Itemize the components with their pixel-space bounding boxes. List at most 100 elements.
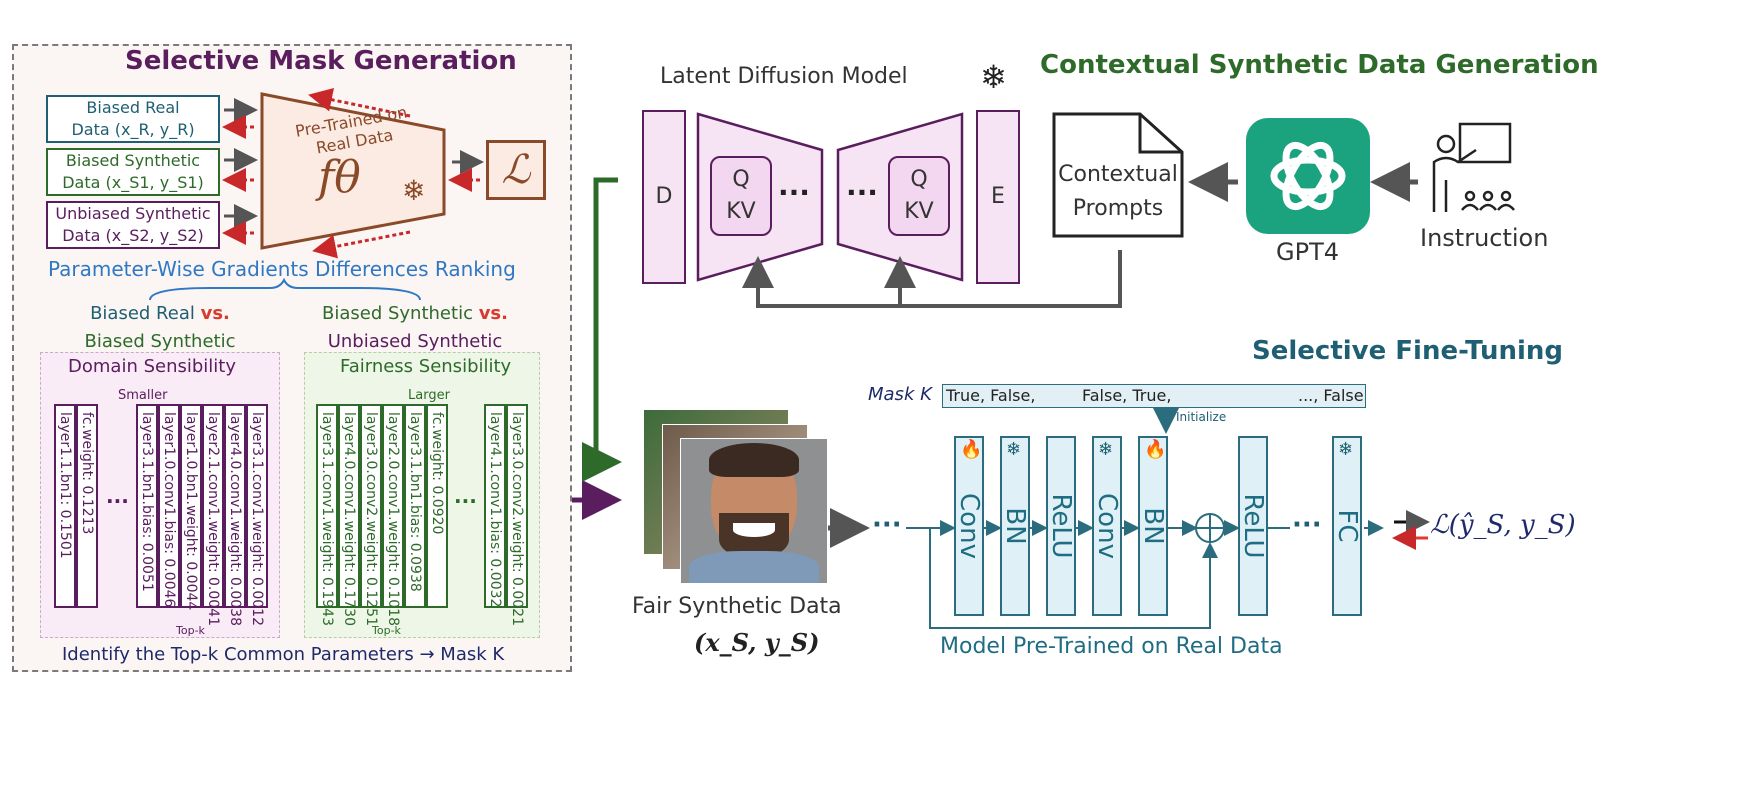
mask-vector-box: [942, 384, 1366, 408]
biased-synthetic-symbol: Data (x_S1, y_S1): [62, 173, 204, 192]
output-dots: ···: [1292, 510, 1322, 540]
query-label: Q: [732, 167, 750, 192]
parameter-entry: layer3.0.conv2.weight: 0.1251: [363, 412, 379, 626]
parameter-entry: layer1.0.bn1.weight: 0.0044: [183, 412, 199, 611]
parameter-entry: layer1.0.conv1.bias: 0.0046: [161, 412, 177, 608]
cross-attention-left: Q KV: [710, 156, 772, 236]
domain-direction: Smaller: [118, 388, 168, 403]
loss-box: ℒ: [486, 140, 546, 200]
parameter-column: layer4.0.conv1.weight: 0.1730: [338, 404, 360, 626]
unbiased-synthetic-symbol: Data (x_S2, y_S2): [62, 226, 204, 245]
parameter-column: fc.weight: 0.0920: [426, 404, 448, 608]
mask-label: Mask K: [868, 384, 932, 405]
cross-attention-right: Q KV: [888, 156, 950, 236]
comparison-right-vs: vs.: [478, 303, 508, 324]
ranking-title: Parameter-Wise Gradients Differences Ran…: [48, 257, 516, 281]
layer-label: BN: [1138, 507, 1168, 545]
layer-label: FC: [1332, 509, 1362, 543]
openai-knot-icon: [1270, 141, 1346, 211]
layer-label: ReLU: [1046, 493, 1076, 559]
unet-dots-right: ···: [846, 176, 878, 209]
flame-icon: 🔥: [960, 439, 983, 460]
parameter-entry: layer4.0.conv1.weight: 0.0038: [227, 412, 243, 626]
snowflake-icon: ❄: [1338, 439, 1354, 460]
comparison-left-a: Biased Real: [90, 303, 195, 324]
unbiased-synthetic-label: Unbiased Synthetic: [55, 204, 211, 223]
layer-label: Conv: [954, 493, 984, 559]
fairness-sensibility-title: Fairness Sensibility: [340, 356, 512, 377]
comparison-right-a: Biased Synthetic: [322, 303, 473, 324]
parameter-entry: layer3.0.conv2.weight: 0.0021: [509, 412, 525, 626]
parameter-entry: layer2.0.conv1.weight: 0.1018: [385, 412, 401, 626]
mask-value-3: ..., False: [1298, 386, 1364, 405]
key-value-label: KV: [726, 199, 756, 224]
fairness-topk-label: Top-k: [372, 624, 401, 637]
gpt4-logo: [1246, 118, 1370, 234]
mask-value-1: True, False,: [946, 386, 1036, 405]
decoder-label: D: [655, 184, 673, 209]
selective-finetuning-title: Selective Fine-Tuning: [1252, 336, 1564, 366]
parameter-column: layer4.0.conv1.weight: 0.0038: [224, 404, 246, 626]
layer-label: BN: [1000, 507, 1030, 545]
layer-bn-4: BN 🔥: [1138, 436, 1168, 616]
biased-real-data-box: Biased Real Data (x_R, y_R): [46, 95, 220, 143]
query-label: Q: [910, 167, 928, 192]
parameter-column: layer3.1.bn1.bias: 0.0051: [136, 404, 158, 608]
comparison-right-b: Unbiased Synthetic: [327, 331, 503, 352]
parameter-column: layer3.1.conv1.weight: 0.1943: [316, 404, 338, 626]
mask-label-text: Mask K: [868, 384, 932, 405]
loss-symbol: ℒ: [501, 147, 531, 193]
biased-real-label: Biased Real: [86, 98, 180, 117]
encoder-label: E: [991, 184, 1005, 209]
domain-dots: ...: [106, 484, 129, 508]
layer-relu-2: ReLU: [1046, 436, 1076, 616]
initialize-label: Initialize: [1176, 410, 1227, 424]
ldm-title: Latent Diffusion Model: [660, 64, 908, 89]
parameter-column: layer2.1.conv1.weight: 0.0041: [202, 404, 224, 626]
layer-relu-5: ReLU: [1238, 436, 1268, 616]
parameter-column: layer2.0.conv1.weight: 0.1018: [382, 404, 404, 626]
pretrained-model-shape: [260, 92, 446, 250]
layer-conv-3: Conv ❄: [1092, 436, 1122, 616]
parameter-entry: layer3.1.conv1.weight: 0.1943: [319, 412, 335, 626]
parameter-column: layer3.0.conv2.weight: 0.1251: [360, 404, 382, 626]
parameter-column: layer3.1.conv1.weight: 0.0012: [246, 404, 268, 626]
parameter-column: layer1.0.conv1.bias: 0.0046: [158, 404, 180, 608]
layer-conv-0: Conv 🔥: [954, 436, 984, 616]
fairness-direction: Larger: [408, 388, 450, 403]
biased-synthetic-label: Biased Synthetic: [65, 151, 201, 170]
parameter-column: layer3.0.conv2.weight: 0.0021: [506, 404, 528, 626]
contextual-generation-title: Contextual Synthetic Data Generation: [1040, 50, 1599, 80]
flame-icon: 🔥: [1144, 439, 1167, 460]
parameter-column: layer1.1.bn1: 0.1501: [54, 404, 76, 608]
left-footer: Identify the Top-k Common Parameters → M…: [62, 644, 505, 665]
parameter-column: layer4.1.conv1.bias: 0.0032: [484, 404, 506, 608]
comparison-left-vs: vs.: [200, 303, 230, 324]
snowflake-icon: ❄: [402, 174, 426, 207]
parameter-entry: layer3.1.bn1.bias: 0.0051: [139, 412, 155, 592]
parameter-entry: layer4.1.conv1.bias: 0.0032: [487, 412, 503, 608]
parameter-column: layer1.0.bn1.weight: 0.0044: [180, 404, 202, 611]
biased-synthetic-data-box: Biased Synthetic Data (x_S1, y_S1): [46, 148, 220, 196]
instruction-person-icon: [1432, 122, 1515, 212]
snowflake-icon: ❄: [1098, 439, 1114, 460]
input-dots: ···: [872, 510, 902, 540]
layer-label: Conv: [1092, 493, 1122, 559]
comparison-left-b: Biased Synthetic: [84, 331, 236, 352]
instruction-label: Instruction: [1420, 224, 1549, 252]
unet-dots-left: ···: [778, 176, 810, 209]
parameter-entry: layer4.0.conv1.weight: 0.1730: [341, 412, 357, 626]
layer-fc-6: FC ❄: [1332, 436, 1362, 616]
fair-synthetic-data-caption: Fair Synthetic Data: [632, 594, 842, 619]
key-value-label: KV: [904, 199, 934, 224]
parameter-column: fc.weight: 0.1213: [76, 404, 98, 608]
parameter-entry: layer3.1.conv1.weight: 0.0012: [249, 412, 265, 626]
fairness-dots: ...: [454, 484, 477, 508]
domain-sensibility-title: Domain Sensibility: [68, 356, 236, 377]
domain-topk-label: Top-k: [176, 624, 205, 637]
layer-label: ReLU: [1238, 493, 1268, 559]
synthetic-face-image-front: [680, 438, 828, 584]
contextual-prompts-label: Contextual Prompts: [1058, 162, 1178, 221]
model-symbol: fθ: [318, 152, 361, 203]
parameter-entry: fc.weight: 0.1213: [79, 412, 95, 535]
